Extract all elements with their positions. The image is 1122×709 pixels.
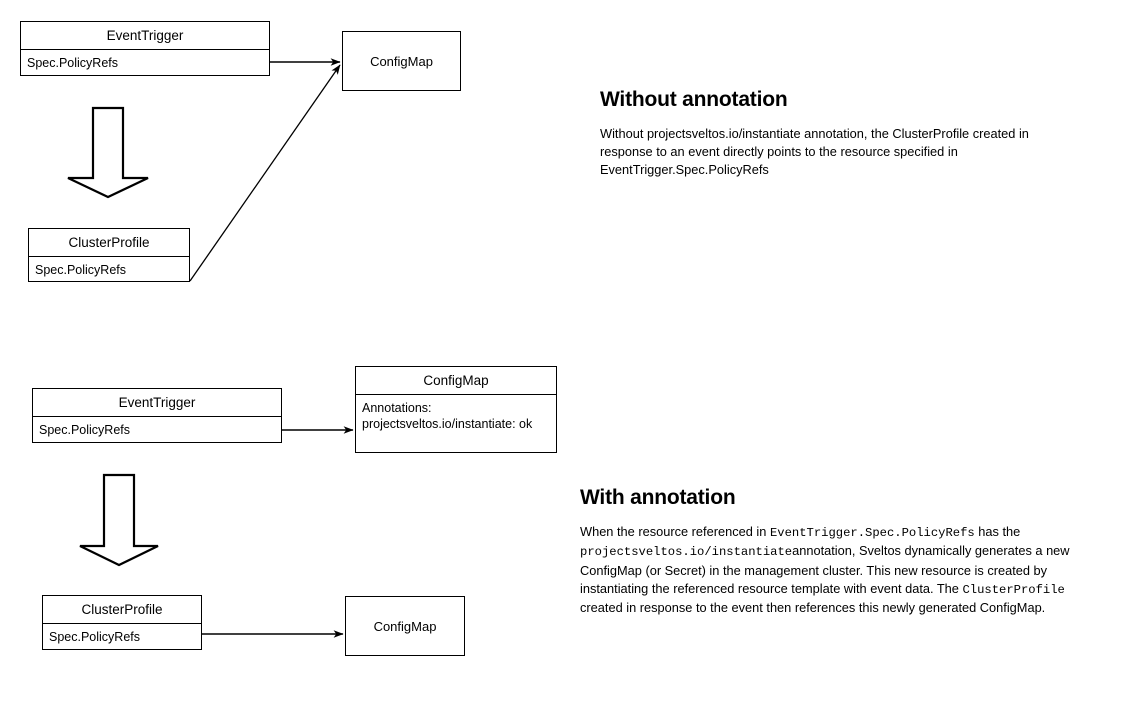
config-map-annotated-body: Annotations: projectsveltos.io/instantia…: [362, 400, 533, 431]
config-map-generated-label: ConfigMap: [373, 618, 437, 634]
event-trigger-title-bottom: EventTrigger: [33, 389, 281, 417]
event-trigger-title-top: EventTrigger: [21, 22, 269, 50]
event-trigger-body-bottom: Spec.PolicyRefs: [39, 422, 131, 437]
cluster-profile-title-top: ClusterProfile: [29, 229, 189, 257]
cluster-profile-body-top: Spec.PolicyRefs: [35, 262, 127, 277]
config-map-box-top: ConfigMap: [342, 31, 461, 91]
cluster-profile-box-top: ClusterProfile Spec.PolicyRefs: [28, 228, 190, 282]
event-trigger-box-top: EventTrigger Spec.PolicyRefs: [20, 21, 270, 76]
with-annotation-section: With annotation When the resource refere…: [580, 486, 1095, 617]
with-annotation-paragraph: When the resource referenced in EventTri…: [580, 524, 1070, 616]
event-trigger-body-top: Spec.PolicyRefs: [27, 55, 119, 70]
event-trigger-box-bottom: EventTrigger Spec.PolicyRefs: [32, 388, 282, 443]
without-annotation-paragraph: Without projectsveltos.io/instantiate an…: [600, 126, 1029, 178]
arrow-clusterprofile-to-configmap-top: [189, 64, 341, 282]
config-map-generated-box: ConfigMap: [345, 596, 465, 656]
code-span: ClusterProfile: [962, 582, 1065, 597]
block-arrow-down-icon-top: [67, 106, 149, 199]
config-map-annotated-box: ConfigMap Annotations: projectsveltos.io…: [355, 366, 557, 453]
cluster-profile-title-bottom: ClusterProfile: [43, 596, 201, 624]
with-annotation-heading: With annotation: [580, 486, 736, 509]
config-map-annotated-title: ConfigMap: [356, 367, 556, 395]
block-arrow-down-icon-bottom: [79, 473, 159, 567]
without-annotation-heading: Without annotation: [600, 88, 788, 111]
cluster-profile-body-bottom: Spec.PolicyRefs: [49, 629, 141, 644]
config-map-label-top: ConfigMap: [370, 53, 433, 69]
code-span: EventTrigger.Spec.PolicyRefs: [769, 526, 975, 541]
without-annotation-section: Without annotation Without projectsvelto…: [600, 88, 1030, 180]
code-span: projectsveltos.io/instantiate: [580, 545, 793, 560]
cluster-profile-box-bottom: ClusterProfile Spec.PolicyRefs: [42, 595, 202, 650]
